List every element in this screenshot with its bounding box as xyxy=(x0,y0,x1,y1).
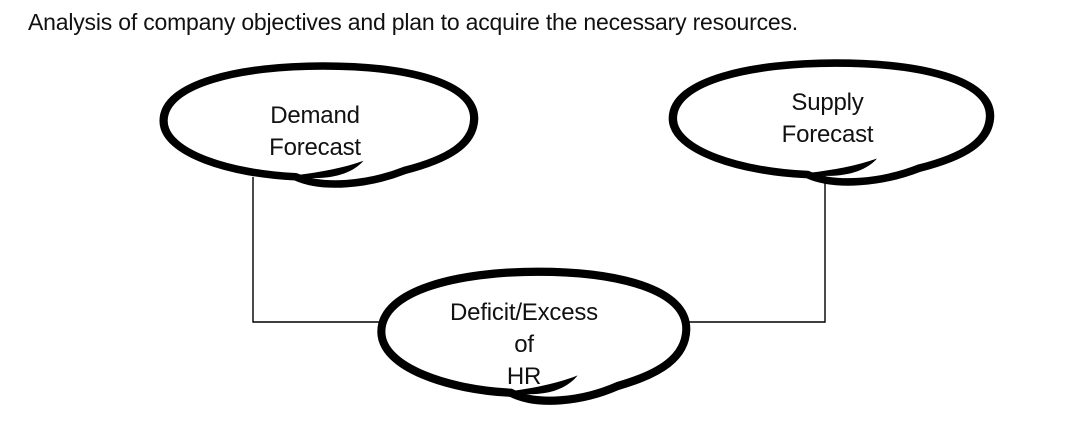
label-line: Forecast xyxy=(269,134,361,161)
node-demand-forecast: Demand Forecast xyxy=(150,58,480,198)
label-line: of xyxy=(514,330,534,358)
label-line: Supply xyxy=(791,88,864,116)
diagram-title: Analysis of company objectives and plan … xyxy=(28,9,798,35)
label-line: Deficit/Excess xyxy=(450,298,598,326)
node-deficit-excess-of-hr: Deficit/Excess of HR xyxy=(368,263,692,416)
connector-demand-to-deficit xyxy=(252,177,380,323)
label-line: Forecast xyxy=(781,120,874,148)
node-label-supply-forecast: Supply Forecast xyxy=(659,48,996,189)
node-label-demand-forecast: Demand Forecast xyxy=(150,62,480,202)
label-line: HR xyxy=(506,362,542,390)
node-label-deficit-excess-of-hr: Deficit/Excess of HR xyxy=(362,268,686,421)
node-supply-forecast: Supply Forecast xyxy=(659,55,996,196)
connector-supply-to-deficit xyxy=(684,174,826,323)
label-line: Demand xyxy=(270,102,360,129)
